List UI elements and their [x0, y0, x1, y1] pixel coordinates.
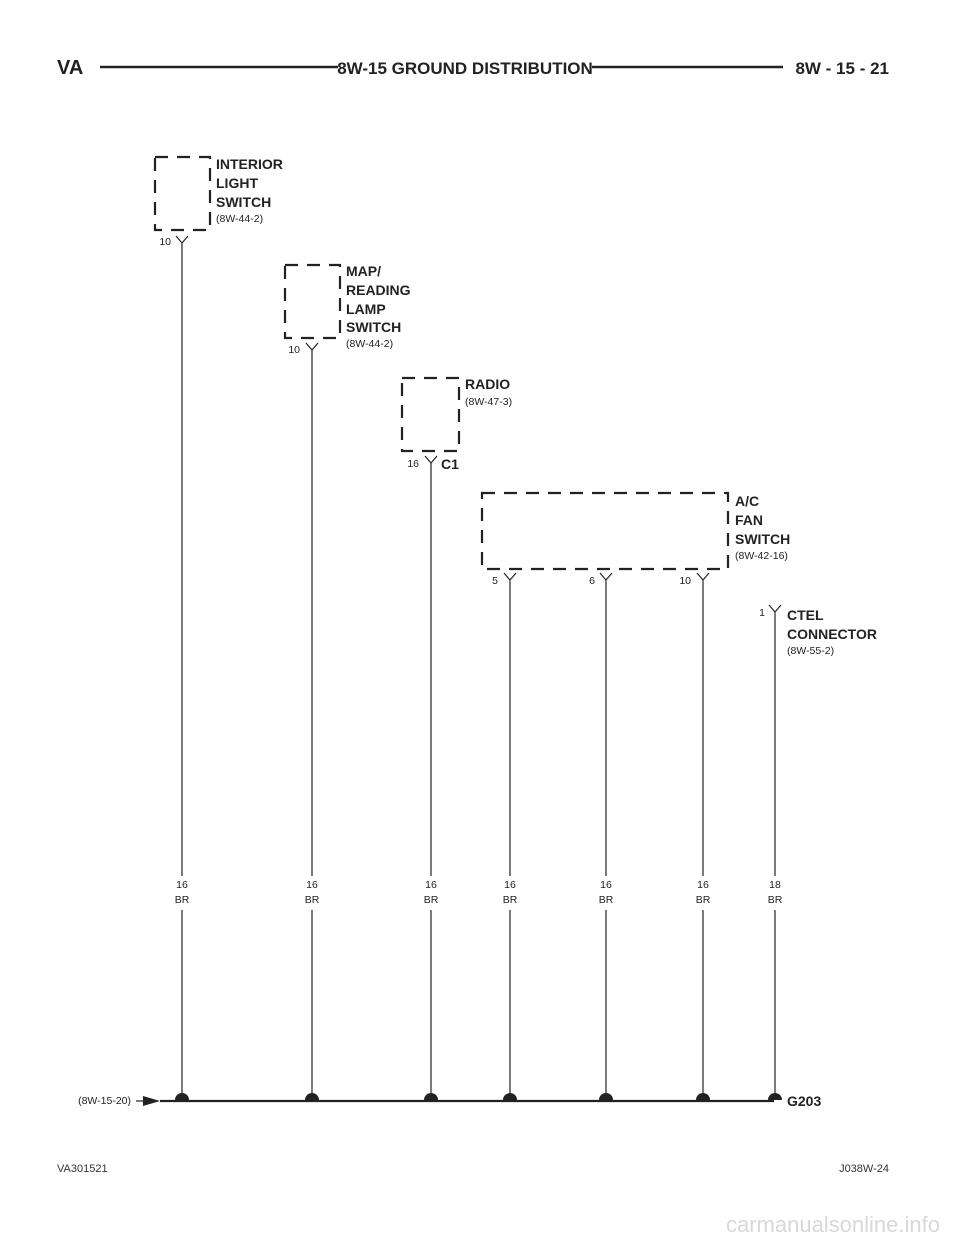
header-page-number: 8W - 15 - 21: [795, 59, 889, 78]
component-name-line: LAMP: [346, 301, 386, 317]
footer-figure-id: VA301521: [57, 1163, 108, 1175]
pin-label: 5: [492, 575, 498, 587]
pin-label: 6: [589, 575, 595, 587]
terminal-symbol: [175, 235, 189, 249]
component-box: [400, 376, 461, 453]
pin-label: 10: [159, 236, 171, 248]
component-name-line: SWITCH: [346, 319, 401, 335]
wire-color: BR: [599, 894, 614, 906]
component-name-line: SWITCH: [735, 531, 790, 547]
terminal-symbol: [768, 604, 782, 618]
wires: [181, 249, 776, 1093]
component-ref: (8W-47-3): [465, 396, 512, 408]
component-ref: (8W-55-2): [787, 645, 834, 657]
splice-dot: [175, 1093, 189, 1100]
component-name-line: CTEL: [787, 607, 824, 623]
arrow-icon: [143, 1096, 160, 1106]
component-name-line: MAP/: [346, 263, 381, 279]
connector-label: C1: [441, 456, 459, 472]
component-name-line: RADIO: [465, 376, 510, 392]
ground-from-ref: (8W-15-20): [78, 1095, 131, 1107]
component-name-line: READING: [346, 282, 411, 298]
page-header: VA 8W-15 GROUND DISTRIBUTION 8W - 15 - 2…: [57, 57, 889, 79]
component-ac-fan-switch: A/C FAN SWITCH (8W-42-16) 5 6 10: [480, 491, 790, 587]
component-name-line: CONNECTOR: [787, 626, 877, 642]
component-name-line: A/C: [735, 493, 759, 509]
splice-dot: [768, 1093, 782, 1100]
header-title: 8W-15 GROUND DISTRIBUTION: [337, 59, 593, 78]
ground-label: G203: [787, 1093, 821, 1109]
page-footer: VA301521 J038W-24: [57, 1163, 889, 1175]
splice-dot: [305, 1093, 319, 1100]
pin-label: 1: [759, 607, 765, 619]
terminals: [175, 235, 782, 618]
component-ref: (8W-44-2): [346, 338, 393, 350]
terminal-symbol: [503, 572, 517, 586]
splice-dot: [696, 1093, 710, 1100]
pin-label: 10: [288, 344, 300, 356]
component-name-line: SWITCH: [216, 194, 271, 210]
component-map-reading-lamp-switch: MAP/ READING LAMP SWITCH (8W-44-2) 10: [283, 263, 411, 356]
component-name-line: LIGHT: [216, 175, 258, 191]
footer-code: J038W-24: [839, 1163, 889, 1175]
wire-gauge: 16: [600, 879, 612, 891]
terminal-symbol: [599, 572, 613, 586]
component-ref: (8W-44-2): [216, 213, 263, 225]
component-name-line: INTERIOR: [216, 156, 283, 172]
terminal-symbol: [696, 572, 710, 586]
pin-label: 16: [407, 458, 419, 470]
component-box: [283, 263, 342, 340]
splice-dot: [599, 1093, 613, 1100]
wire-gauge: 16: [504, 879, 516, 891]
watermark: carmanualsonline.info: [726, 1212, 940, 1237]
ground-bus: (8W-15-20) G203: [78, 1093, 821, 1109]
wire-gauge: 16: [697, 879, 709, 891]
wire-color: BR: [424, 894, 439, 906]
wire-gauge: 16: [306, 879, 318, 891]
wire-gauge: 16: [176, 879, 188, 891]
wire-labels: 16 BR 16 BR 16 BR 16 BR 16 BR 16 BR 18 B…: [175, 879, 783, 906]
component-box: [153, 155, 212, 232]
splice-dot: [424, 1093, 438, 1100]
terminal-symbol: [305, 342, 319, 356]
component-radio: RADIO (8W-47-3) 16 C1: [400, 376, 512, 472]
wire-gauge: 16: [425, 879, 437, 891]
terminal-symbol: [424, 455, 438, 469]
wire-gauge: 18: [769, 879, 781, 891]
header-model: VA: [57, 57, 83, 79]
component-ctel-connector: 1 CTEL CONNECTOR (8W-55-2): [759, 607, 877, 657]
wire-color: BR: [305, 894, 320, 906]
component-interior-light-switch: INTERIOR LIGHT SWITCH (8W-44-2) 10: [153, 155, 283, 248]
splice-dot: [503, 1093, 517, 1100]
component-ref: (8W-42-16): [735, 550, 788, 562]
wire-color: BR: [503, 894, 518, 906]
wire-color: BR: [175, 894, 190, 906]
wire-color: BR: [696, 894, 711, 906]
pin-label: 10: [679, 575, 691, 587]
wire-color: BR: [768, 894, 783, 906]
component-box: [480, 491, 730, 571]
component-name-line: FAN: [735, 512, 763, 528]
